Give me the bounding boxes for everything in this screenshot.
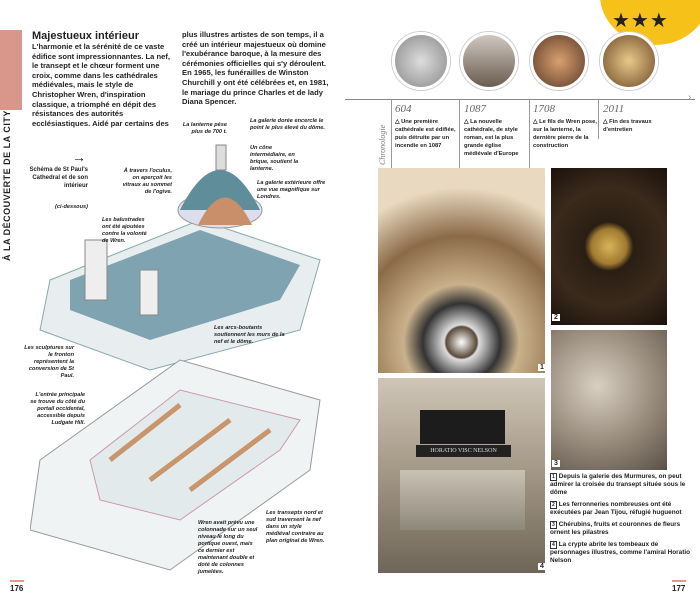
page-number-right: 177	[672, 584, 686, 593]
caption-text: La crypte abrite les tombeaux de personn…	[550, 541, 691, 564]
caption-number: 3	[550, 521, 557, 529]
diagram-label: Un cône intermédiaire, en brique, soutie…	[250, 145, 299, 172]
diagram-label: Les transepts nord et sud traversent la …	[266, 510, 325, 544]
caption-number: 4	[550, 541, 557, 549]
tomb-base	[400, 470, 525, 530]
diagram-label: La lanterne pèse plus de 700 t.	[182, 122, 227, 135]
cathedral-diagram	[29, 130, 340, 580]
caption-number: 2	[550, 501, 557, 509]
timeline-image	[600, 32, 658, 90]
page-rule	[672, 580, 686, 582]
timeline-tick	[598, 99, 599, 139]
article-col2: plus illustres artistes de son temps, il…	[182, 30, 329, 107]
timeline-image	[392, 32, 450, 90]
diagram-label: Les sculptures sur le fronton représente…	[24, 345, 74, 379]
diagram-label: L'entrée principale se trouve du côté du…	[30, 392, 85, 426]
timeline-year: 1708	[533, 103, 555, 115]
diagram-label: La galerie extérieure offre une vue magn…	[257, 180, 326, 200]
timeline-image	[530, 32, 588, 90]
timeline-text: △ Une première cathédrale est édifiée, p…	[395, 119, 456, 149]
caption-text: Chérubins, fruits et couronnes de fleurs…	[550, 521, 681, 536]
article-col1: L'harmonie et la sérénité de ce vaste éd…	[32, 42, 170, 128]
timeline-year: 2011	[603, 103, 625, 115]
diagram-caption: Schéma de St Paul's Cathedral et de son …	[29, 167, 88, 189]
timeline-tick	[459, 99, 460, 169]
timeline-tick	[391, 99, 392, 169]
timeline-label: Chronologie	[378, 124, 387, 165]
timeline-text: △ Fin des travaux d'entretien	[603, 119, 652, 133]
diagram-label: Les arcs-boutants soutiennent les murs d…	[214, 325, 285, 345]
caption-text: Les ferronneries nombreuses ont été exéc…	[550, 501, 682, 516]
diagram-label: La galerie dorée encercle le point le pl…	[250, 118, 325, 131]
photo-number: 2	[552, 314, 560, 321]
diagram-label: À travers l'oculus, on aperçoit les vitr…	[122, 168, 172, 195]
section-tab	[0, 30, 22, 110]
timeline-text: △ Le fils de Wren pose, sur la lanterne,…	[533, 119, 597, 149]
tomb-sarcophagus	[420, 410, 505, 444]
photo-cherubs	[551, 330, 667, 470]
tomb-inscription: HORATIO VISC NELSON	[416, 445, 511, 457]
photo-number: 1	[538, 364, 546, 371]
timeline-text: △ La nouvelle cathédrale, de style roman…	[464, 119, 519, 157]
diagram-label: Wren avait prévu une colonnade sur un se…	[198, 520, 258, 575]
timeline-year: 604	[395, 103, 412, 115]
diagram-caption-note: (ci-dessous)	[55, 204, 88, 210]
timeline-line	[345, 99, 695, 100]
photo-number: 4	[538, 563, 546, 570]
timeline-arrow-icon: ›	[688, 92, 692, 103]
page-number-left: 176	[10, 584, 24, 593]
photo-number: 3	[552, 460, 560, 467]
timeline-image	[460, 32, 518, 90]
section-label: À LA DÉCOUVERTE DE LA CITY	[2, 110, 12, 261]
photo-dome-crossing	[378, 168, 545, 373]
timeline-tick	[529, 99, 530, 169]
photo-ironwork	[551, 168, 667, 325]
timeline-year: 1087	[464, 103, 486, 115]
arrow-icon: →	[72, 149, 86, 165]
caption-number: 1	[550, 473, 557, 481]
caption-text: Depuis la galerie des Murmures, on peut …	[550, 473, 686, 496]
star-rating-icon: ★★★	[612, 10, 669, 32]
article-title: Majestueux intérieur	[32, 30, 139, 42]
page-rule	[10, 580, 24, 582]
diagram-label: Les balustrades ont été ajoutées contre …	[102, 217, 147, 244]
